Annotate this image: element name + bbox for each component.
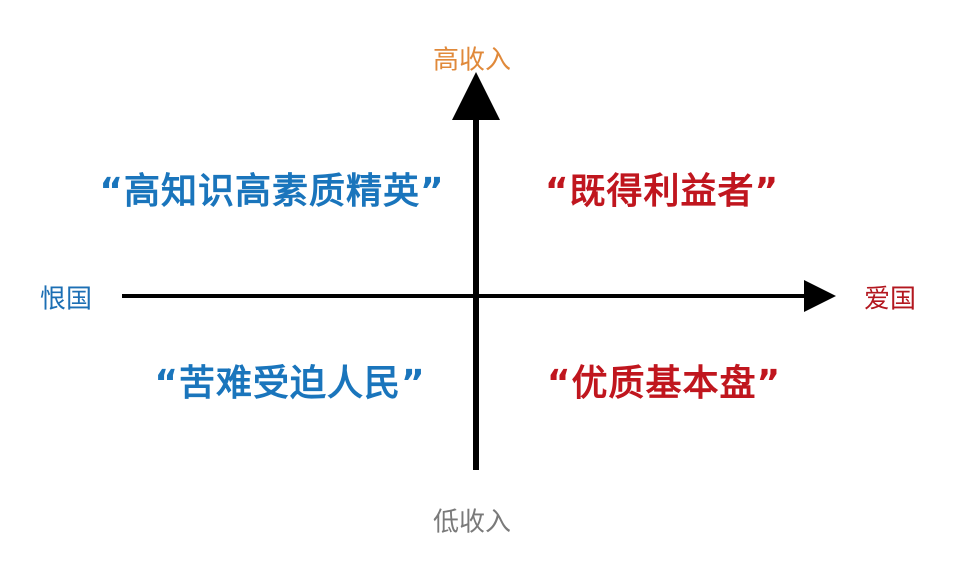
axis-label-low-income: 低收入 [432,507,512,538]
axis-label-high-income: 高收入 [432,45,512,76]
axis-label-hate-country: 恨国 [39,284,93,315]
axis-label-love-country: 爱国 [863,284,917,315]
quadrant-top-right: “既得利益者” [544,171,780,212]
quadrant-top-left: “高知识高素质精英” [99,171,445,212]
quadrant-bottom-left: “苦难受迫人民” [154,363,426,404]
quadrant-bottom-right: “优质基本盘” [546,363,782,404]
